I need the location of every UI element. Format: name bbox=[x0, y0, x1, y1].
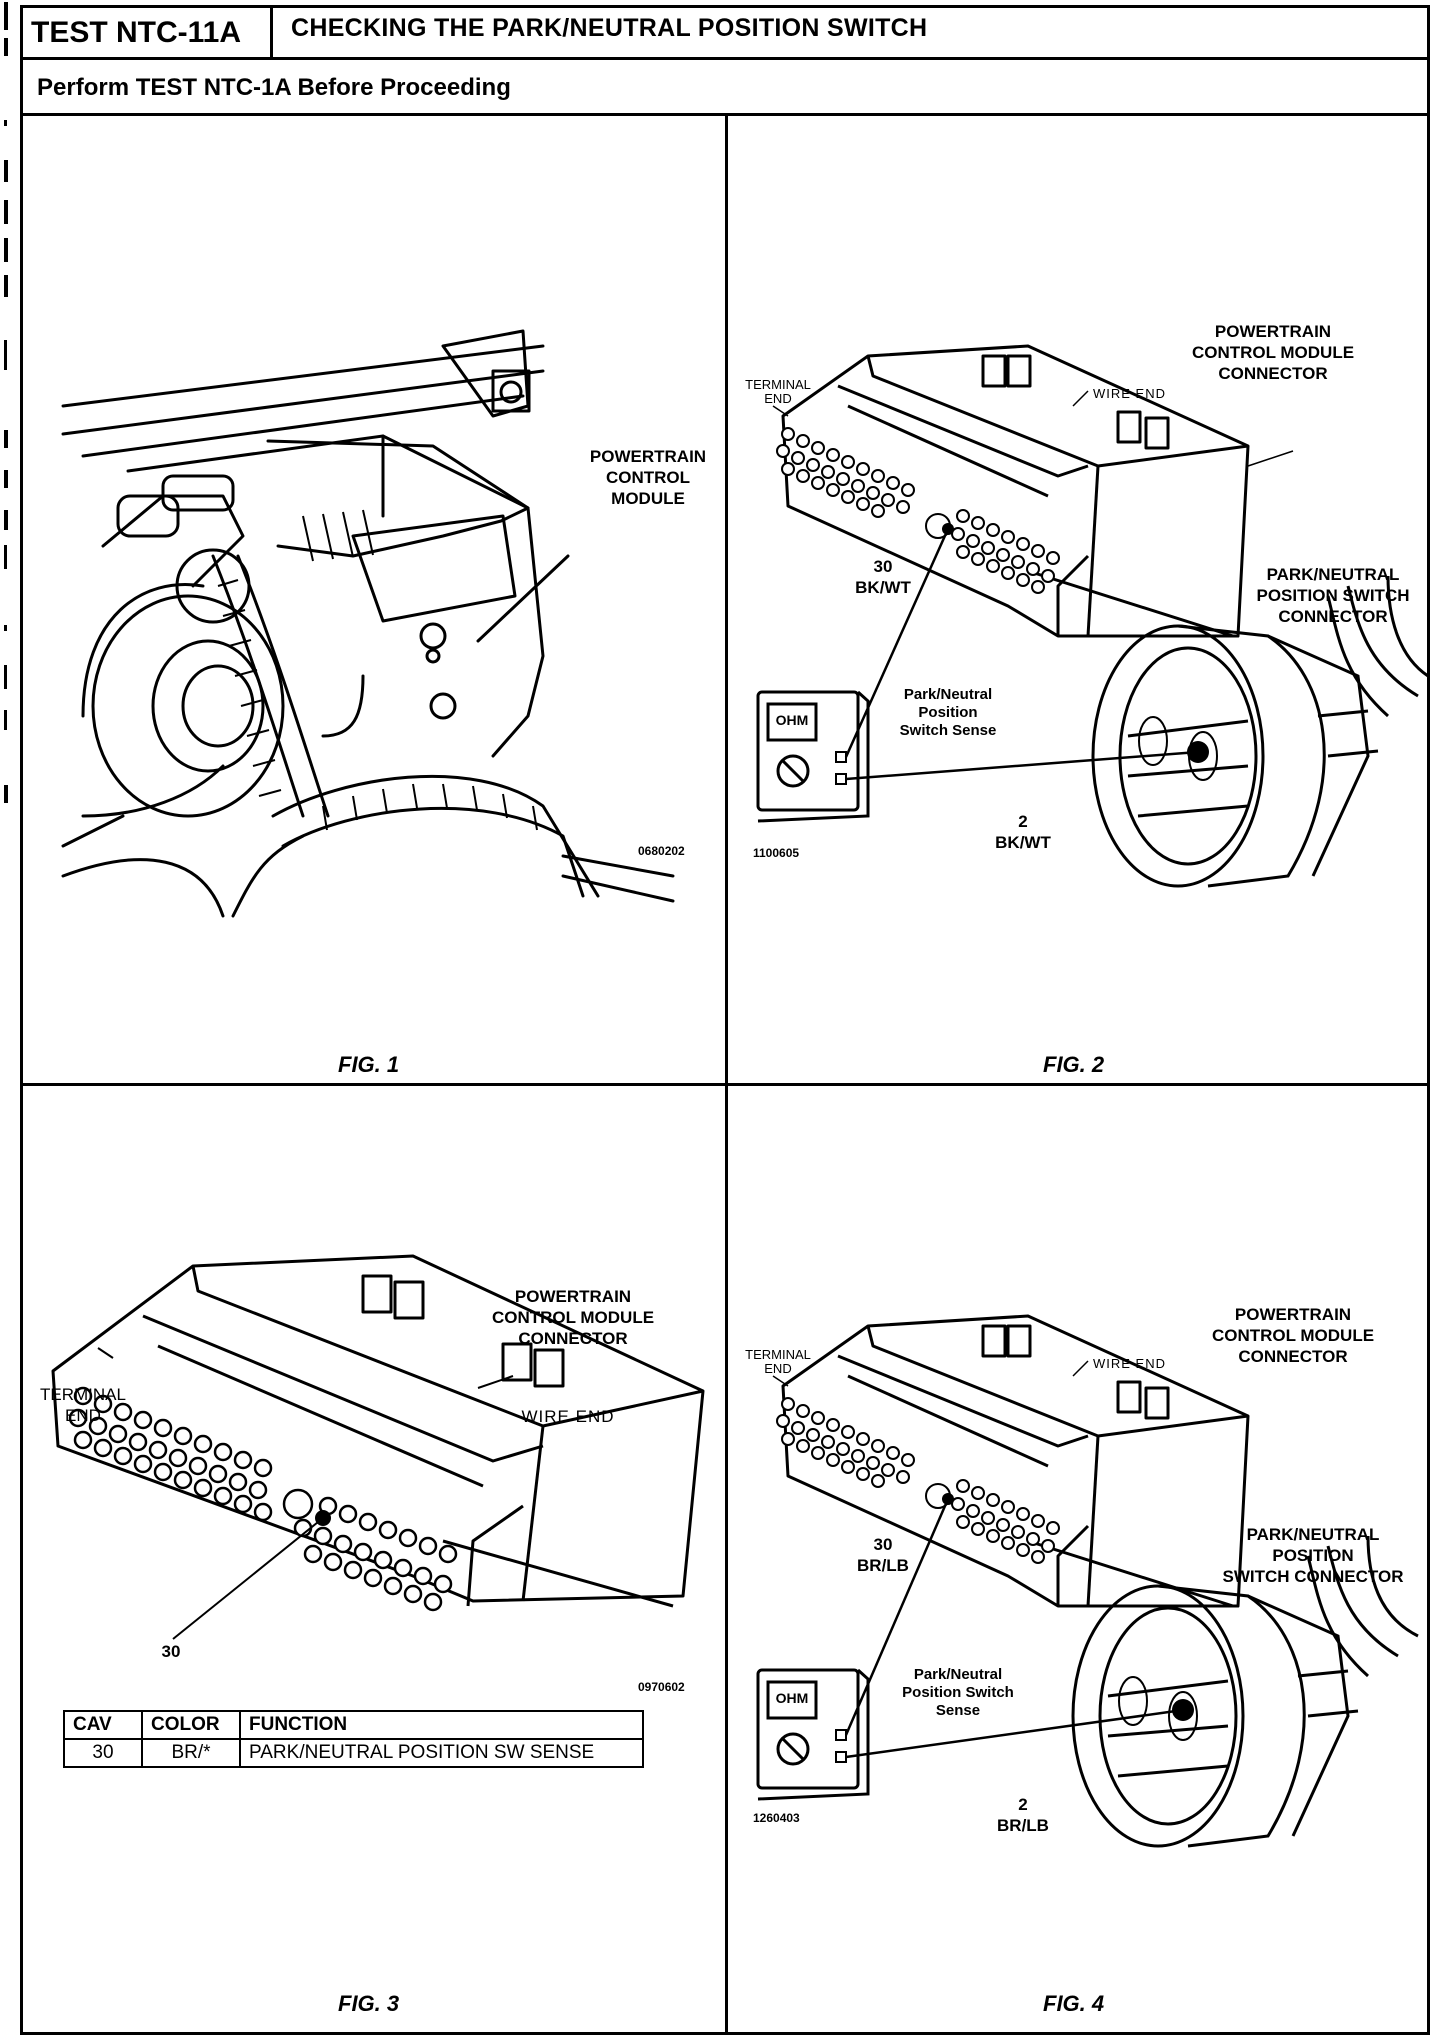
fig2-pcm-connector-label: POWERTRAIN CONTROL MODULE CONNECTOR bbox=[1191, 322, 1355, 383]
fig4-wire-end-label: WIRE END bbox=[1093, 1356, 1166, 1371]
fig1-panel: POWERTRAIN CONTROL MODULE 0680202 FIG. 1 bbox=[23, 116, 728, 1086]
table-row: 30 BR/* PARK/NEUTRAL POSITION SW SENSE bbox=[63, 1738, 644, 1768]
fig2-image-code: 1100605 bbox=[753, 846, 800, 860]
pcm-installed-illustration bbox=[61, 329, 675, 918]
fig2-wire-end-label: WIRE END bbox=[1093, 386, 1166, 401]
fig4-meter-ohm: OHM bbox=[775, 1690, 809, 1706]
fig2-meter-ohm: OHM bbox=[775, 712, 809, 728]
fig4-sense-label: Park/Neutral Position Switch Sense bbox=[902, 1666, 1014, 1719]
fig4-pin2-label: 2 BR/LB bbox=[997, 1795, 1049, 1835]
fig2-label: FIG. 2 bbox=[1043, 1052, 1105, 1077]
fig3-panel: POWERTRAIN CONTROL MODULE CONNECTOR TERM… bbox=[23, 1086, 728, 2035]
test-id: TEST NTC-11A bbox=[23, 8, 273, 57]
fig4-panel: POWERTRAIN CONTROL MODULE CONNECTOR TERM… bbox=[728, 1086, 1430, 2035]
fig2-cav30-label: 30 BK/WT bbox=[855, 557, 911, 597]
fig3-cav30-label: 30 bbox=[161, 1642, 181, 1661]
cell-color: BR/* bbox=[141, 1738, 241, 1768]
fig4-pcm-connector-label: POWERTRAIN CONTROL MODULE CONNECTOR bbox=[1211, 1305, 1375, 1366]
page-subtitle: Perform TEST NTC-1A Before Proceeding bbox=[23, 60, 1427, 116]
fig2-pn-connector-label: PARK/NEUTRAL POSITION SWITCH CONNECTOR bbox=[1256, 565, 1410, 626]
fig1-pcm-callout: POWERTRAIN CONTROL MODULE bbox=[589, 447, 707, 508]
fig2-sense-label: Park/Neutral Position Switch Sense bbox=[899, 686, 997, 739]
fig4-pn-connector-label: PARK/NEUTRAL POSITION SWITCH CONNECTOR bbox=[1222, 1525, 1404, 1586]
fig3-label: FIG. 3 bbox=[338, 1991, 400, 2016]
fig3-image-code: 0970602 bbox=[638, 1680, 685, 1694]
col-cav: CAV bbox=[63, 1710, 143, 1740]
fig3-pcm-connector-label: POWERTRAIN CONTROL MODULE CONNECTOR bbox=[491, 1287, 655, 1348]
cavity-function-table: CAV COLOR FUNCTION 30 BR/* PARK/NEUTRAL … bbox=[63, 1710, 644, 1768]
fig2-panel: POWERTRAIN CONTROL MODULE CONNECTOR TERM… bbox=[728, 116, 1430, 1086]
fig3-connector-illustration bbox=[51, 1254, 705, 1640]
table-header-row: CAV COLOR FUNCTION bbox=[63, 1710, 644, 1740]
fig4-cav30-label: 30 BR/LB bbox=[857, 1535, 909, 1575]
fig1-label: FIG. 1 bbox=[338, 1052, 400, 1077]
page-frame: TEST NTC-11A CHECKING THE PARK/NEUTRAL P… bbox=[20, 5, 1430, 2035]
page-title: CHECKING THE PARK/NEUTRAL POSITION SWITC… bbox=[291, 14, 928, 42]
fig3-terminal-end-label: TERMINAL END bbox=[40, 1385, 126, 1425]
fig2-wiring-illustration bbox=[756, 344, 1429, 888]
fig3-wire-end-label: WIRE END bbox=[521, 1407, 615, 1426]
fig2-pin2-label: 2 BK/WT bbox=[995, 812, 1051, 852]
cell-cav: 30 bbox=[63, 1738, 143, 1768]
scan-marks bbox=[4, 2, 8, 803]
header-bar: TEST NTC-11A CHECKING THE PARK/NEUTRAL P… bbox=[23, 8, 1427, 60]
fig4-image-code: 1260403 bbox=[753, 1811, 800, 1825]
fig4-wiring-illustration bbox=[756, 1314, 1419, 1848]
fig4-label: FIG. 4 bbox=[1043, 1991, 1105, 2016]
col-function: FUNCTION bbox=[239, 1710, 644, 1740]
fig1-image-code: 0680202 bbox=[638, 844, 685, 858]
fig2-terminal-end-label: TERMINAL END bbox=[745, 377, 811, 406]
col-color: COLOR bbox=[141, 1710, 241, 1740]
fig4-terminal-end-label: TERMINAL END bbox=[745, 1347, 811, 1376]
cell-function: PARK/NEUTRAL POSITION SW SENSE bbox=[239, 1738, 644, 1768]
